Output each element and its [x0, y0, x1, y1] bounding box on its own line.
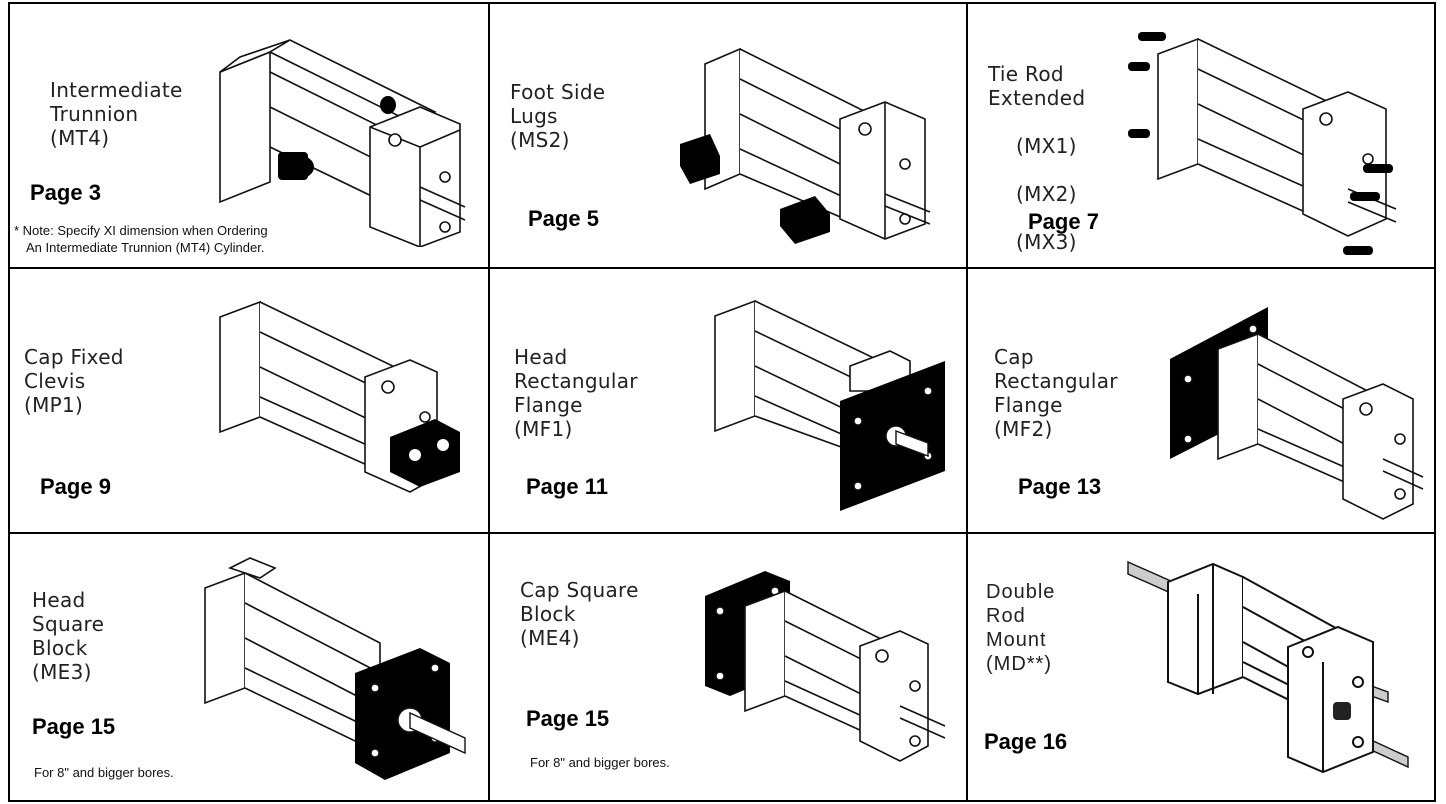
grid-divider [966, 4, 968, 800]
cap-flange-cylinder-illustration [1170, 307, 1424, 520]
grid-divider [488, 4, 490, 800]
double-rod-cylinder-illustration [1127, 560, 1409, 774]
bore-note: For 8" and bigger bores. [530, 755, 670, 770]
page-reference[interactable]: Page 13 [1018, 474, 1102, 499]
tie-rod-extended-cylinder-illustration [1128, 32, 1397, 255]
grid-divider [10, 267, 1434, 269]
foot-lugs-cylinder-illustration [680, 47, 931, 244]
page-reference[interactable]: Page 3 [30, 180, 101, 205]
bore-note: For 8" and bigger bores. [34, 765, 174, 780]
cap-square-block-cylinder-illustration [705, 571, 946, 762]
page-reference[interactable]: Page 9 [40, 474, 111, 499]
head-square-block-cylinder-illustration [204, 557, 466, 780]
trunnion-cylinder-illustration [219, 39, 466, 247]
page-reference[interactable]: Page 16 [984, 729, 1068, 754]
grid-divider [10, 532, 1434, 534]
page-reference[interactable]: Page 15 [526, 706, 610, 731]
head-flange-cylinder-illustration [714, 299, 945, 511]
cap-clevis-cylinder-illustration [219, 300, 460, 493]
page-reference[interactable]: Page 11 [526, 474, 608, 499]
page-reference[interactable]: Page 15 [32, 714, 116, 739]
ordering-note: * Note: Specify XI dimension when Orderi… [14, 223, 268, 255]
page-reference[interactable]: Page 7 [1028, 209, 1099, 234]
page-reference[interactable]: Page 5 [528, 206, 599, 231]
